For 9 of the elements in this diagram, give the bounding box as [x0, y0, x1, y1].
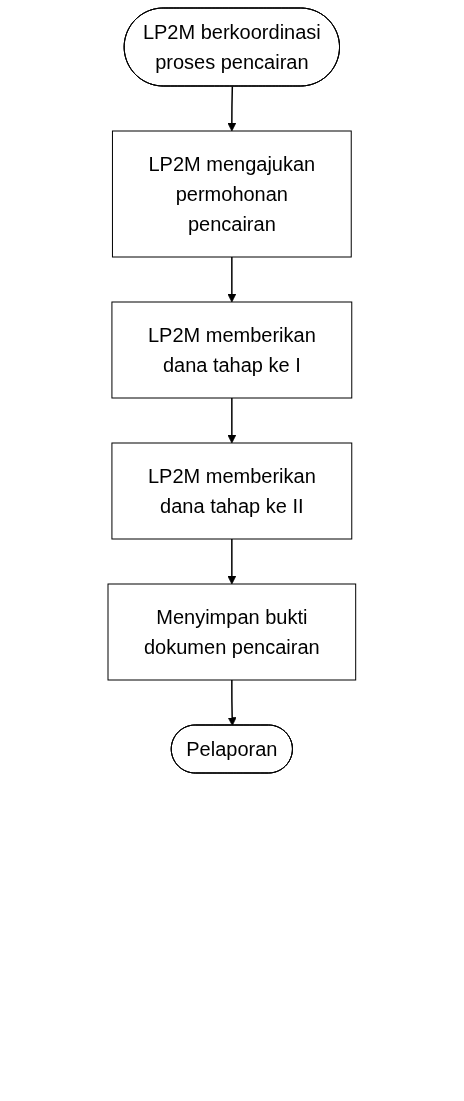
node-box: LP2M memberikan dana tahap ke I — [111, 301, 353, 399]
arrow — [227, 538, 237, 585]
node-box: Menyimpan bukti dokumen pencairan — [107, 583, 357, 681]
arrow — [227, 397, 237, 444]
arrow — [227, 256, 237, 303]
node-box: LP2M mengajukan permohonan pencairan — [112, 130, 352, 258]
node-box: LP2M memberikan dana tahap ke II — [111, 442, 353, 540]
arrow — [227, 85, 237, 132]
arrow — [227, 679, 237, 726]
